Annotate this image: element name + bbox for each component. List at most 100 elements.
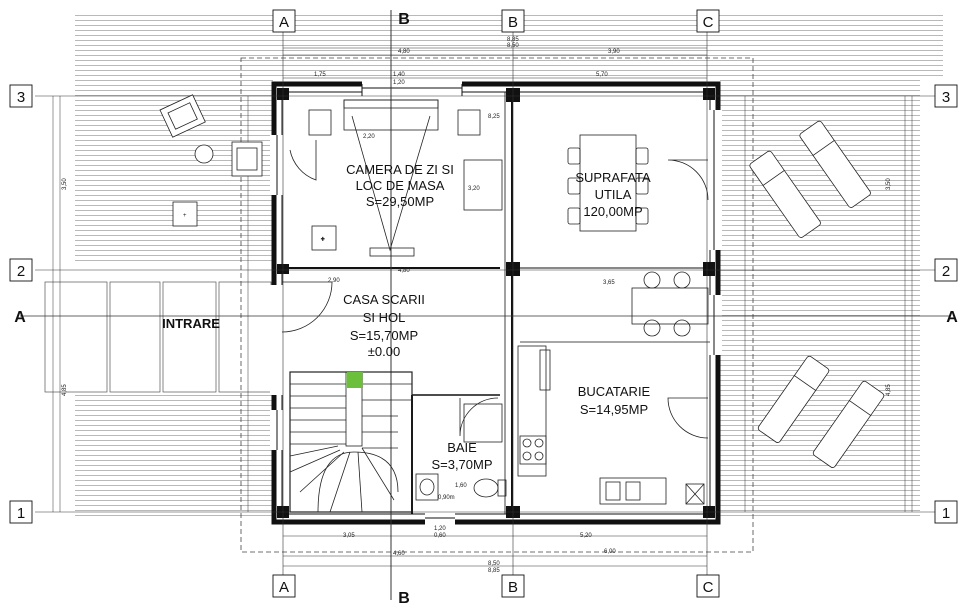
axis-label-right: 1 [942, 505, 950, 522]
axis-bubble [501, 9, 525, 33]
living-room-area: S=29,50MP [366, 194, 434, 209]
toilet-tank [497, 479, 507, 497]
chair [567, 177, 581, 195]
section-marker-top: B [398, 11, 410, 28]
lower-counter [599, 477, 667, 505]
shower [463, 403, 503, 443]
dim-text: 8,85 [507, 37, 519, 43]
lounger-bed [799, 120, 871, 208]
axis-label-bottom: A [279, 579, 289, 596]
lounger-line [849, 400, 871, 416]
dim-text: 0,90m [438, 495, 455, 501]
axis-label-left: 3 [17, 89, 25, 106]
stair-hall-label: SI HOL [363, 310, 406, 325]
axis-label-left: 2 [17, 263, 25, 280]
axis-bubble [9, 84, 33, 108]
stair-hall-area: S=15,70MP [350, 328, 418, 343]
armchair [308, 109, 332, 136]
room-labels: CAMERA DE ZI SI LOC DE MASA S=29,50MP SU… [162, 162, 651, 472]
stair-arc [317, 451, 399, 513]
terrace-pouf [172, 201, 198, 227]
dim-text: 3,05 [343, 533, 355, 539]
sofa-back [343, 99, 439, 109]
section-marker-left: A [14, 309, 26, 326]
dim-text: 8,50 [507, 43, 519, 49]
bath-label: BAIE [447, 440, 477, 455]
axis-bubble [9, 500, 33, 524]
burner [534, 438, 544, 448]
entry-slab [44, 281, 108, 393]
dim-text: 4,85 [62, 384, 68, 396]
dim-text: 3,50 [62, 178, 68, 190]
dim-text: 8,85 [488, 568, 500, 574]
lounger-line [794, 375, 816, 391]
chair [635, 147, 649, 165]
axis-bubble [934, 500, 958, 524]
lounger [799, 120, 871, 208]
entry-slab [218, 281, 272, 393]
house-footprint [275, 85, 717, 522]
dim-text: 5,70 [596, 72, 608, 78]
utility-furniture [567, 134, 649, 232]
dim-text: 6,00 [604, 549, 616, 555]
green-marker [347, 372, 363, 388]
bar-stool [673, 271, 691, 289]
axis-bubble [272, 574, 296, 598]
entrance-slabs [44, 281, 272, 393]
stair-tread [357, 451, 363, 513]
fridge-cross [685, 483, 705, 505]
axis-bubble [501, 574, 525, 598]
window-opening [708, 110, 722, 250]
axis-label-top: C [703, 14, 714, 31]
fridge [685, 483, 705, 505]
axis-label-left: 1 [17, 505, 25, 522]
opening-jambs [276, 84, 715, 519]
window-opening [425, 512, 455, 526]
axis-bubble [272, 9, 296, 33]
lounger-line [812, 140, 835, 156]
dim-text: 1,75 [314, 72, 326, 78]
door-swing [281, 281, 333, 333]
lounger-line [762, 170, 785, 186]
tv-unit [369, 247, 415, 257]
dim-text: 8,50 [488, 561, 500, 567]
chair [635, 207, 649, 225]
terrace-chair [159, 94, 206, 138]
dim-text: 1,60 [455, 483, 467, 489]
window-opening [362, 80, 462, 94]
burner [522, 438, 532, 448]
section-markers: B B A A [14, 11, 958, 604]
kitchen-area: S=14,95MP [580, 402, 648, 417]
sink [605, 481, 621, 501]
bar-stool [643, 271, 661, 289]
pouf-mark: + [183, 213, 187, 219]
dim-text: 8,25 [488, 114, 500, 120]
dim-text: 4,80 [398, 268, 410, 274]
stair-tread [289, 445, 339, 457]
bar-stool [673, 319, 691, 337]
dim-text: 4,85 [886, 384, 892, 396]
dim-text: 4,80 [398, 49, 410, 55]
stair-hall-level: ±0.00 [368, 344, 400, 359]
dimension-lines [52, 47, 913, 567]
armchair [457, 109, 481, 136]
column [703, 88, 715, 100]
terrace-furniture [159, 94, 885, 468]
kitchen-counter [517, 345, 547, 477]
terrace-chair [231, 141, 263, 177]
axis-markers [9, 9, 958, 598]
burner [534, 451, 544, 461]
chair-inner [236, 147, 258, 171]
lounger [749, 150, 821, 238]
washbasin [415, 473, 439, 501]
kitchen-island [539, 349, 551, 391]
washbasin-bowl [419, 478, 435, 496]
living-furniture: + [308, 99, 503, 257]
door-swing [459, 397, 499, 437]
utility-label: SUPRAFATA [575, 170, 651, 185]
axis-bubble [9, 258, 33, 282]
kitchen-furniture [517, 271, 709, 505]
entry-label: INTRARE [162, 316, 220, 331]
dim-text: 4,60 [393, 551, 405, 557]
